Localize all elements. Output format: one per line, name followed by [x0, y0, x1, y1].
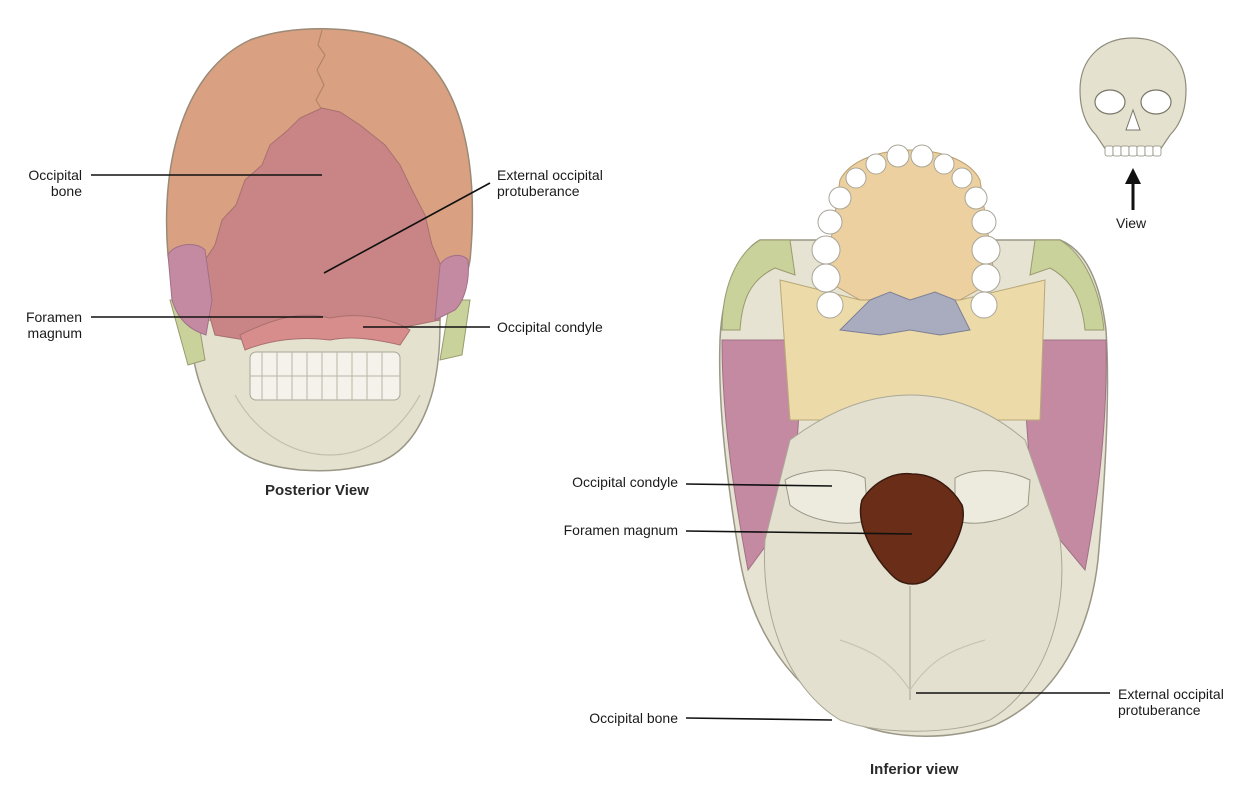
leader-inferior-occipital-condyle: [685, 483, 833, 487]
inset-nasal: [1125, 108, 1141, 131]
label-posterior-foramen-magnum-line2: magnum: [27, 325, 82, 341]
inset-skull: [1079, 37, 1187, 210]
label-posterior-eop-line1: External occipital: [497, 167, 603, 183]
inset-cranium: [1079, 37, 1187, 151]
label-posterior-foramen-magnum: Foramen magnum: [10, 309, 82, 341]
inferior-vomer: [838, 291, 971, 336]
label-inset-view: View: [1116, 215, 1147, 231]
label-posterior-occipital-bone-line1: Occipital: [28, 167, 82, 183]
label-inferior-foramen-magnum-text: Foramen magnum: [563, 522, 678, 538]
posterior-skull: [165, 28, 474, 472]
leader-posterior-external-protuberance: [323, 182, 491, 274]
label-inferior-foramen-magnum: Foramen magnum: [520, 522, 678, 538]
label-posterior-occipital-condyle-text: Occipital condyle: [497, 319, 603, 335]
inferior-zygomatic-left: [721, 239, 796, 331]
inset-orbit-right: [1140, 89, 1172, 115]
inferior-zygomatic-right: [1029, 239, 1105, 331]
label-inferior-occipital-bone-text: Occipital bone: [589, 710, 678, 726]
label-posterior-eop-line2: protuberance: [497, 183, 580, 199]
label-inferior-occipital-condyle: Occipital condyle: [520, 474, 678, 490]
label-posterior-external-occipital-protuberance: External occipital protuberance: [497, 167, 657, 199]
posterior-leader-lines: [91, 174, 491, 328]
inferior-leader-lines: [685, 483, 1110, 721]
label-inferior-eop-line1: External occipital: [1118, 686, 1224, 702]
label-inferior-occipital-condyle-text: Occipital condyle: [572, 474, 678, 490]
label-posterior-occipital-bone-line2: bone: [50, 183, 82, 199]
label-inferior-eop-line2: protuberance: [1118, 702, 1201, 718]
inset-teeth: [1104, 145, 1162, 157]
inferior-foramen-magnum: [859, 472, 964, 585]
inferior-skull: [718, 144, 1109, 737]
inset-view-arrow-head: [1125, 168, 1141, 184]
leader-inferior-occipital-bone: [685, 717, 833, 721]
posterior-teeth: [249, 351, 401, 401]
inferior-condyle-right: [954, 470, 1031, 524]
label-inferior-external-occipital-protuberance: External occipital protuberance: [1118, 686, 1248, 718]
leader-inferior-foramen-magnum: [685, 530, 913, 535]
label-posterior-occipital-condyle: Occipital condyle: [497, 319, 657, 335]
caption-posterior-view: Posterior View: [265, 482, 369, 499]
label-posterior-foramen-magnum-line1: Foramen: [25, 309, 82, 325]
label-inferior-occipital-bone: Occipital bone: [520, 710, 678, 726]
inset-orbit-left: [1094, 89, 1126, 115]
inferior-teeth: [811, 144, 1001, 319]
posterior-zygomatic-right: [439, 299, 471, 361]
label-posterior-occipital-bone: Occipital bone: [10, 167, 82, 199]
posterior-temporal-left: [167, 244, 213, 336]
caption-inferior-view: Inferior view: [870, 761, 959, 778]
posterior-temporal-right: [434, 254, 469, 321]
